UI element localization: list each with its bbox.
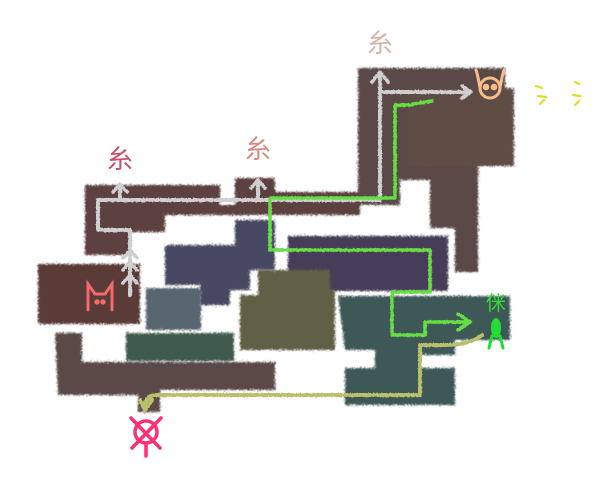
exit-creature[interactable] — [474, 68, 506, 100]
sparkle-icon — [534, 80, 582, 107]
green-player-icon — [487, 318, 505, 350]
death-marker[interactable] — [129, 416, 163, 458]
room-slate — [146, 288, 201, 330]
spider-glyph-left: 糸 — [107, 145, 133, 175]
spider-glyph-top: 糸 — [367, 29, 393, 59]
room-green — [126, 333, 234, 361]
room-exit-chamber — [408, 88, 514, 166]
player[interactable] — [487, 318, 505, 350]
room-teal — [338, 296, 510, 405]
room-bottom — [55, 333, 275, 412]
pink-cat-icon — [86, 279, 114, 312]
crossed-circle-icon — [129, 416, 163, 458]
path-green — [268, 99, 472, 337]
rooms — [38, 68, 514, 412]
orange-creature-icon — [474, 68, 506, 100]
room-navy — [165, 220, 275, 305]
path-gray — [96, 73, 472, 297]
path-yellow — [138, 333, 484, 412]
spider-glyph-mid: 糸 — [245, 135, 271, 165]
path-gray-arrows — [111, 70, 473, 285]
paths — [96, 70, 484, 412]
room-olive — [240, 270, 335, 350]
player-label-glyph: 侎 — [486, 291, 506, 315]
start-marker[interactable] — [86, 279, 114, 312]
